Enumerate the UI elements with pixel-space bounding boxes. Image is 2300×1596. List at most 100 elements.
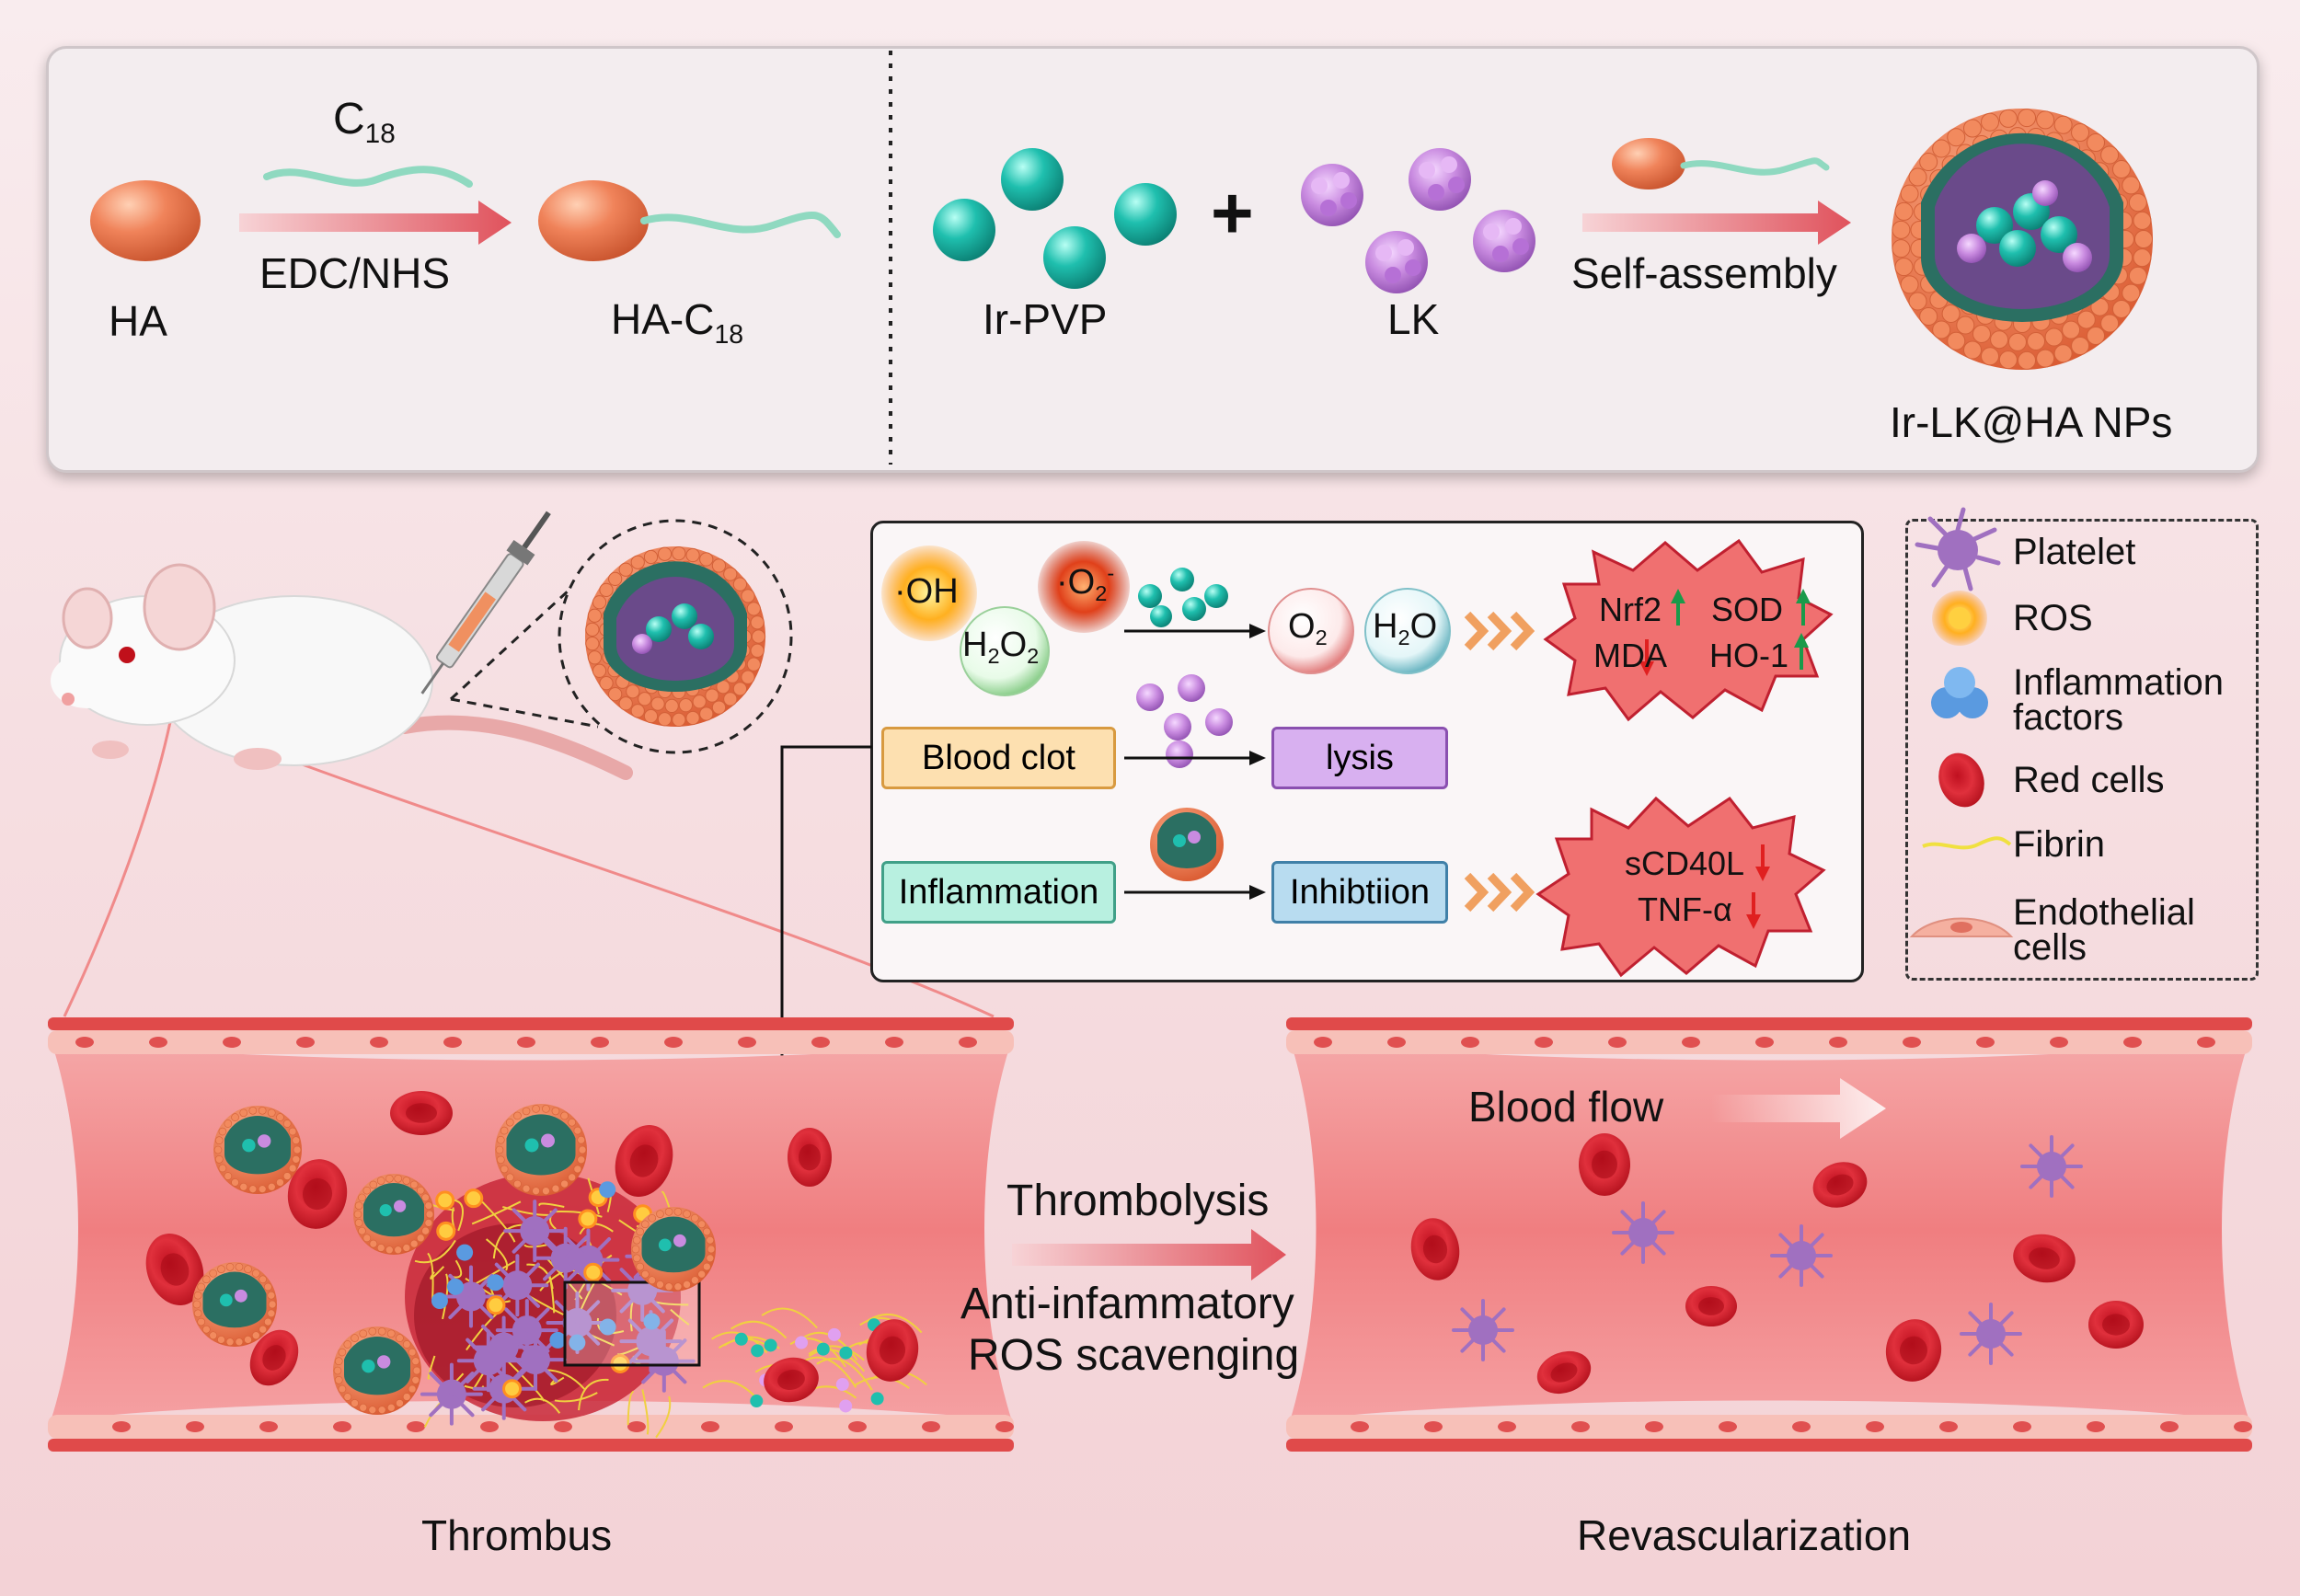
red-blood-cell [145,1234,204,1305]
platelet [503,1200,567,1263]
nanoparticle [495,1104,587,1196]
label-o2-radical: ·O2- [1056,561,1114,605]
ir-pvp-particle [839,1346,853,1360]
inflammation-factor [599,1181,616,1199]
inflammation-factors-icon [1931,667,1988,718]
label-c18: C18 [333,94,396,149]
ros-particle [578,1209,598,1229]
lk-particle [839,1399,853,1413]
ir-pvp-particle [870,1392,884,1406]
inflammation-box: Inflammation [881,861,1116,924]
red-blood-cell [615,1125,673,1197]
label-edc-nhs: EDC/NHS [259,249,451,297]
c18-chain [263,166,473,188]
ha-c18-head [538,180,649,261]
mouse-ear [143,563,216,651]
red-blood-cell [866,1319,919,1382]
red-blood-cell [390,1091,453,1135]
ha-c18-small-head [1612,138,1685,189]
label-sod: SOD [1711,591,1784,628]
inflammation-factor [599,1318,616,1336]
rbc-right [1410,1133,2144,1395]
label-ho1: HO-1 [1709,637,1789,674]
label-blood-clot: Blood clot [922,738,1075,777]
h2o-h: H [1373,607,1398,646]
mouse-eye [119,647,135,663]
lysis-box: lysis [1271,727,1448,789]
label-o2: O2 [1288,607,1328,650]
nanoparticle [213,1106,302,1194]
h2o2-o: O [999,626,1028,664]
ros-particle [610,1353,630,1373]
zoom-line-left [63,721,172,1017]
red-cell-icon [1938,752,1984,808]
red-blood-cell [2088,1301,2144,1349]
np-core [1957,180,2092,272]
platelet [486,1254,549,1317]
nanoparticle [353,1174,434,1255]
nanoparticle-large [1892,109,2153,370]
label-revascularization: Revascularization [1577,1511,1912,1559]
label-lysis: lysis [1326,738,1394,777]
o2-sub: 2 [1315,626,1328,650]
blood-flow-arrow [1711,1078,1886,1139]
legend-platelet: Platelet [2013,532,2136,572]
lk-particle [835,1378,849,1392]
label-ha: HA [109,297,167,345]
legend-endothelial-1: Endothelial [2013,892,2195,933]
label-ha-c18-main: HA-C [611,295,715,343]
starburst-inflammation [1535,796,1826,978]
arrow-edc [239,201,512,245]
starburst-antioxidant [1543,538,1834,722]
lk-cluster [1473,210,1535,272]
arrow-down-scd40l [1755,844,1770,881]
thrombus-zoom-box [563,1280,701,1367]
label-thrombolysis: Thrombolysis [1006,1177,1270,1225]
ros-particle [583,1262,604,1282]
chevrons-2 [1464,872,1535,913]
legend-fibrin: Fibrin [2013,824,2106,865]
label-nrf2: Nrf2 [1599,591,1662,628]
chevrons-1 [1464,611,1535,651]
label-c18-sub: 18 [364,119,396,150]
label-ha-c18-sub: 18 [714,319,744,350]
inflammation-factor [447,1278,465,1295]
red-blood-cell [1812,1162,1868,1208]
label-inflammation: Inflammation [898,872,1099,912]
nanoparticle-callout [585,545,766,728]
arrow-down-tnf [1746,892,1761,929]
inflammation-factor [431,1292,448,1310]
arrow-up-ho1 [1794,633,1809,670]
plus-sign: + [1211,172,1254,254]
ir-pvp-sphere [933,199,995,261]
ir-pvp-particle [734,1332,748,1346]
ros-icon [1932,591,1987,646]
platelet [472,1315,535,1379]
label-tnf: TNF-α [1638,890,1732,928]
ha-c18-tail [640,211,841,238]
ir-pvp-sphere [1043,226,1106,289]
red-blood-cell [1885,1319,1942,1382]
mouse-tail [397,715,633,780]
label-self-assembly: Self-assembly [1571,249,1837,297]
fibrin-icon [1922,836,2012,850]
red-blood-cell [788,1128,832,1187]
red-blood-cell [249,1329,299,1386]
red-blood-cell [1685,1286,1737,1326]
legend-endothelial-2: cells [2013,927,2087,968]
endothelial-icon [1909,917,2014,937]
legend-ros: ROS [2013,598,2093,638]
arrow-up-nrf2 [1671,589,1685,626]
red-blood-cell [1536,1350,1592,1395]
ir-pvp-sphere [1001,148,1064,211]
lk-cluster [1365,231,1428,293]
label-lk: LK [1387,295,1440,343]
vessel-revascularized [1286,1017,2252,1452]
nanoparticle [631,1207,716,1292]
platelet [2020,1135,2083,1198]
inflammation-factor [487,1274,504,1292]
